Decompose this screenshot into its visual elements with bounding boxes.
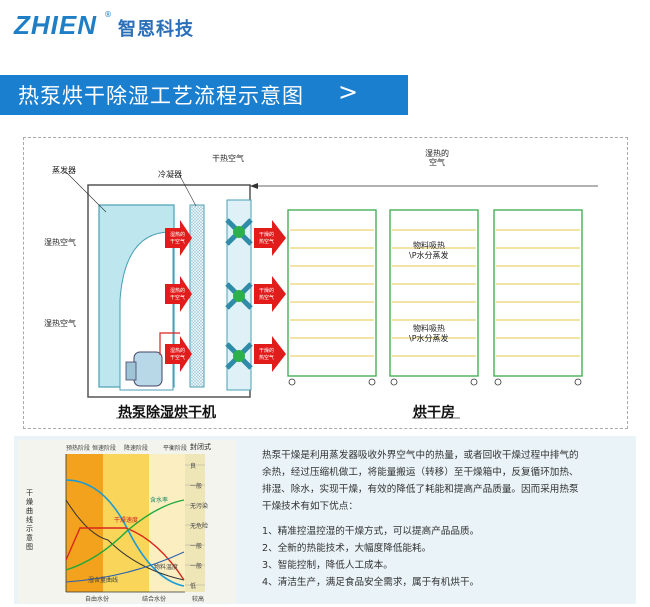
arrow-label-2b: 干空气 bbox=[170, 295, 186, 301]
dry-arrow-label-3a: 干燥的 bbox=[259, 348, 275, 354]
material-label-2a: 物料吸热 bbox=[413, 324, 445, 333]
advantage-4: 4、清洁生产，满足食品安全需求，属于有机烘干。 bbox=[262, 577, 480, 588]
phase-label-2: 恒速阶段 bbox=[92, 445, 117, 452]
y-axis-char-6: 意 bbox=[26, 534, 33, 542]
scale-label-4: 无危险 bbox=[190, 523, 209, 530]
arrow-label-1a: 湿热的 bbox=[170, 232, 186, 238]
y-axis-char-3: 曲 bbox=[26, 507, 33, 515]
rack-wheels bbox=[288, 378, 582, 386]
curve-label-speed: 干燥速度 bbox=[114, 517, 139, 524]
page-title: 热泵烘干除湿工艺流程示意图 bbox=[18, 84, 304, 108]
evaporator-label: 蒸发器 bbox=[52, 166, 76, 175]
curve-note: 湿含量曲线 bbox=[88, 577, 119, 584]
refrigerant-pipe bbox=[159, 332, 180, 355]
diagram-frame bbox=[23, 137, 628, 429]
humid-air-left-label-1: 湿热空气 bbox=[44, 238, 76, 247]
fans bbox=[225, 218, 253, 370]
y-axis-char-1: 干 bbox=[26, 489, 33, 497]
advantage-1: 1、精准控温控湿的干燥方式，可以提高产品品质。 bbox=[262, 526, 480, 537]
logo-text: ZHIEN bbox=[14, 10, 97, 40]
dry-arrow-label-2b: 热空气 bbox=[259, 295, 275, 301]
y-axis-char-7: 图 bbox=[26, 543, 33, 551]
condenser-label: 冷凝器 bbox=[158, 170, 182, 179]
phase-label-5: 封闭式 bbox=[190, 443, 211, 451]
advantage-3: 3、智能控制，降低人工成本。 bbox=[262, 560, 393, 571]
hot-air-arrows bbox=[165, 220, 192, 372]
y-axis-char-5: 示 bbox=[26, 525, 33, 533]
play-icon bbox=[386, 88, 397, 102]
scale-label-2: 一般 bbox=[190, 483, 203, 490]
description-line-2: 余热，经过压缩机做工，将能量搬运（转移）至干燥箱中，反复循环加热、 bbox=[262, 467, 579, 478]
bottom-label-free-water: 自由水份 bbox=[85, 596, 110, 603]
curve-label-temperature: 物料温度 bbox=[154, 564, 179, 571]
arrow-label-1b: 干空气 bbox=[170, 239, 186, 245]
drying-racks bbox=[287, 209, 583, 377]
compressor bbox=[133, 351, 163, 387]
drying-curve-chart bbox=[18, 440, 236, 603]
humid-air-left-label-2: 湿热空气 bbox=[44, 319, 76, 328]
scale-label-6: 一般 bbox=[190, 563, 203, 570]
humid-air-top-label-1: 湿热的 bbox=[425, 149, 449, 158]
scale-label-3: 无污染 bbox=[190, 503, 209, 510]
description-line-1: 热泵干燥是利用蒸发器吸收外界空气中的热量，或者回收干燥过程中排气的 bbox=[262, 450, 579, 461]
logo-registered-mark: ® bbox=[104, 10, 112, 19]
dry-arrow-label-1a: 干燥的 bbox=[259, 232, 275, 238]
curve-label-moisture: 含水率 bbox=[150, 497, 169, 504]
material-label-1a: 物料吸热 bbox=[413, 241, 445, 250]
rack-shelves bbox=[290, 229, 580, 357]
description-line-3: 排湿、除水，实现干燥，有效的降低了耗能和提高产品质量。因而采用热泵 bbox=[262, 484, 579, 495]
y-axis-char-4: 线 bbox=[26, 516, 33, 524]
dry-arrow-label-1b: 热空气 bbox=[259, 239, 275, 245]
material-label-1b: \P水分蒸发 bbox=[409, 251, 449, 260]
room-caption: 烘干房 bbox=[413, 405, 455, 421]
material-label-2b: \P水分蒸发 bbox=[409, 334, 449, 343]
scale-label-5: 一般 bbox=[190, 543, 203, 550]
dry-air-arrows bbox=[254, 220, 286, 372]
machine-caption: 热泵除湿烘干机 bbox=[118, 405, 216, 421]
description-line-4: 干燥技术有如下优点： bbox=[262, 501, 358, 512]
phase-label-1: 预热阶段 bbox=[66, 445, 91, 452]
scale-label-1: 良 bbox=[190, 463, 197, 470]
advantage-2: 2、全新的热能技术，大幅度降低能耗。 bbox=[262, 543, 432, 554]
logo-chinese-name: 智恩科技 bbox=[118, 19, 194, 40]
dry-arrow-label-3b: 热空气 bbox=[259, 355, 275, 361]
y-axis-char-2: 燥 bbox=[26, 498, 33, 506]
bottom-label-bound-water: 结合水份 bbox=[142, 596, 167, 603]
arrow-label-3b: 干空气 bbox=[170, 355, 186, 361]
chevron-right-icon: > bbox=[338, 78, 359, 106]
humid-air-top-label-2: 空气 bbox=[429, 158, 445, 167]
chart-footer-label: 较高 bbox=[192, 596, 205, 603]
dry-arrow-label-2a: 干燥的 bbox=[259, 288, 275, 294]
phase-label-3: 降速阶段 bbox=[124, 445, 149, 452]
dry-hot-air-label: 干热空气 bbox=[212, 154, 244, 163]
arrow-label-2a: 湿热的 bbox=[170, 288, 186, 294]
phase-label-4: 平衡阶段 bbox=[163, 445, 188, 452]
arrow-label-3a: 湿热的 bbox=[170, 348, 186, 354]
scale-label-7: 低 bbox=[190, 583, 197, 590]
title-banner bbox=[0, 75, 408, 115]
